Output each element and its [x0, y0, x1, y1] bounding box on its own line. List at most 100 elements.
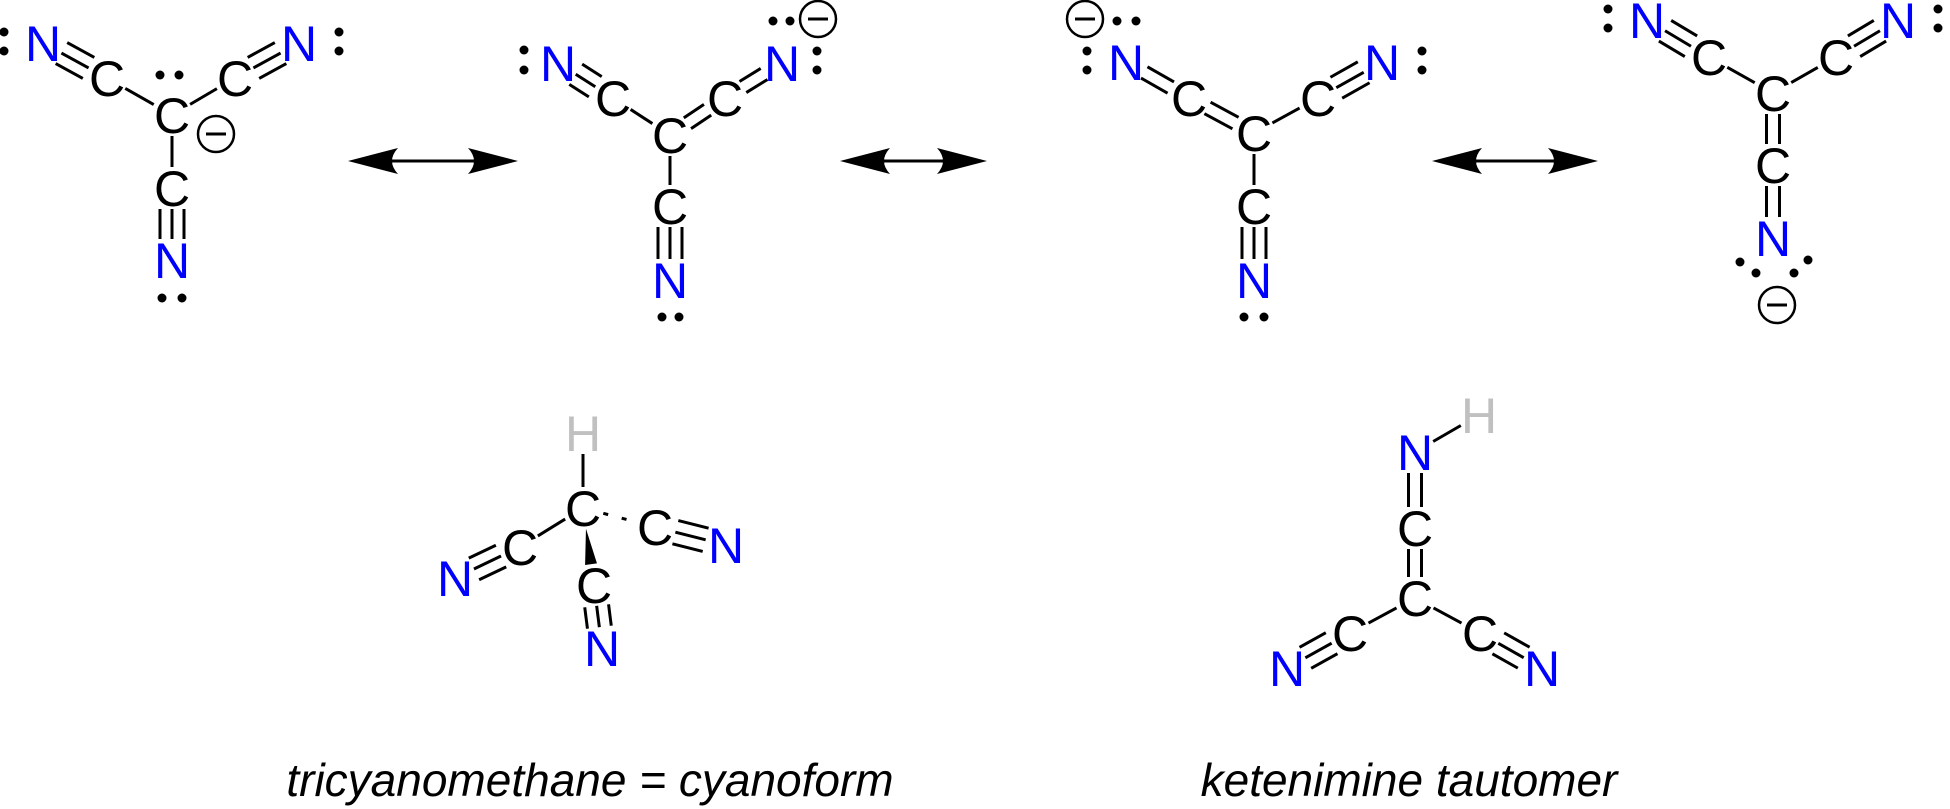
single-bond	[1726, 65, 1756, 85]
triple-bond-line	[54, 62, 84, 80]
carbon-atom: C	[1818, 30, 1854, 86]
arrowhead-left	[840, 148, 890, 174]
carbon-atom: C	[1691, 30, 1727, 86]
lone-pair-electron	[1933, 4, 1943, 14]
marks-layer	[348, 148, 1598, 174]
charge-circle	[1757, 285, 1797, 325]
triple-bond-line	[1859, 39, 1887, 58]
triple-bond-line	[1341, 81, 1371, 100]
lone-pair-electron	[1603, 23, 1613, 33]
triple-bond-line	[1491, 652, 1519, 670]
double-bond-line	[738, 67, 762, 83]
double-bond-line	[1140, 76, 1169, 95]
nitrogen-atom: N	[1524, 641, 1560, 697]
nitrogen-atom: N	[437, 551, 473, 607]
carbon-atom: C	[502, 520, 538, 576]
single-bond	[189, 87, 218, 106]
triple-bond-line	[1497, 642, 1525, 659]
triple-bond-line	[595, 605, 601, 628]
bonds-layer	[54, 19, 1887, 670]
single-bond	[124, 87, 155, 106]
carbon-atom: C	[1236, 106, 1272, 162]
nitrogen-atom: N	[1236, 253, 1272, 309]
hydrogen-atom: H	[1461, 388, 1497, 444]
lone-pair-electron	[155, 70, 165, 80]
lone-pair-electron	[1789, 268, 1799, 278]
triple-bond-line	[583, 607, 589, 629]
double-bond-line	[682, 103, 705, 120]
triple-bond-line	[478, 565, 507, 582]
carbon-atom: C	[89, 51, 125, 107]
carbon-atom: C	[1397, 501, 1433, 557]
triple-bond-line	[1853, 29, 1881, 48]
nitrogen-atom: N	[1364, 35, 1400, 91]
triple-bond-line	[1298, 631, 1327, 649]
lone-pair-electron	[519, 45, 529, 55]
arrowhead-right	[937, 148, 987, 174]
arrowhead-left	[348, 148, 398, 174]
nitrogen-atom: N	[154, 233, 190, 289]
caption-cyanoform: tricyanomethane = cyanoform	[286, 754, 893, 806]
lone-pair-electron	[1803, 255, 1813, 265]
resonance-structure-2-bonds	[568, 62, 769, 259]
triple-bond-line	[246, 41, 276, 59]
lone-pair-electron	[785, 16, 795, 26]
negative-charge-icon	[1757, 285, 1797, 325]
triple-bond-line	[672, 542, 704, 553]
triple-bond-line	[66, 41, 96, 59]
triple-bond-line	[581, 62, 603, 78]
carbon-atom: C	[595, 71, 631, 127]
triple-bond-line	[258, 62, 288, 80]
single-bond	[1432, 424, 1462, 443]
carbon-atom: C	[154, 88, 190, 144]
lone-pair-electron	[174, 70, 184, 80]
negative-charge-icon	[1065, 0, 1105, 39]
lone-pair-electron	[1603, 4, 1613, 14]
lone-pair-electron	[1082, 65, 1092, 75]
lone-pair-electron	[157, 293, 167, 303]
lone-pair-electron	[519, 65, 529, 75]
negative-charge-icon	[798, 0, 838, 39]
lone-pair-electron	[812, 65, 822, 75]
carbon-atom: C	[652, 108, 688, 164]
single-bond	[1790, 66, 1819, 84]
carbon-atom: C	[154, 161, 190, 217]
resonance-arrow-icon	[840, 148, 987, 174]
nitrogen-atom: N	[652, 253, 688, 309]
lone-pair-electron	[812, 46, 822, 56]
triple-bond-line	[60, 51, 90, 70]
lone-pair-electron	[334, 27, 344, 37]
lone-pair-electron	[0, 27, 9, 37]
nitrogen-atom: N	[1108, 35, 1144, 91]
resonance-structure-3-bonds	[1140, 60, 1371, 259]
resonance-arrow-icon	[1432, 148, 1598, 174]
resonance-structure-1-bonds	[54, 41, 288, 239]
carbon-atom: C	[1755, 66, 1791, 122]
nitrogen-atom: N	[1629, 0, 1665, 49]
lone-pair-electron	[1735, 257, 1745, 267]
lone-pair-electron	[1131, 16, 1141, 26]
lone-pair-electron	[0, 46, 9, 56]
lone-pair-electron	[1751, 268, 1761, 278]
triple-bond-line	[568, 83, 590, 99]
hashed-bond	[602, 511, 636, 524]
triple-bond-line	[1664, 29, 1692, 48]
charge-circle	[798, 0, 838, 39]
triple-bond-line	[574, 73, 597, 88]
double-bond-line	[745, 78, 769, 94]
carbon-atom: C	[1332, 606, 1368, 662]
carbon-atom: C	[1236, 179, 1272, 235]
lone-pair-electron	[1082, 46, 1092, 56]
double-bond-line	[1203, 112, 1234, 131]
single-bond	[1432, 606, 1463, 625]
nitrogen-atom: N	[281, 16, 317, 72]
negative-charge-icon	[196, 114, 236, 154]
carbon-atom: C	[1755, 138, 1791, 194]
triple-bond-line	[1503, 631, 1531, 649]
triple-bond-line	[1847, 19, 1875, 38]
